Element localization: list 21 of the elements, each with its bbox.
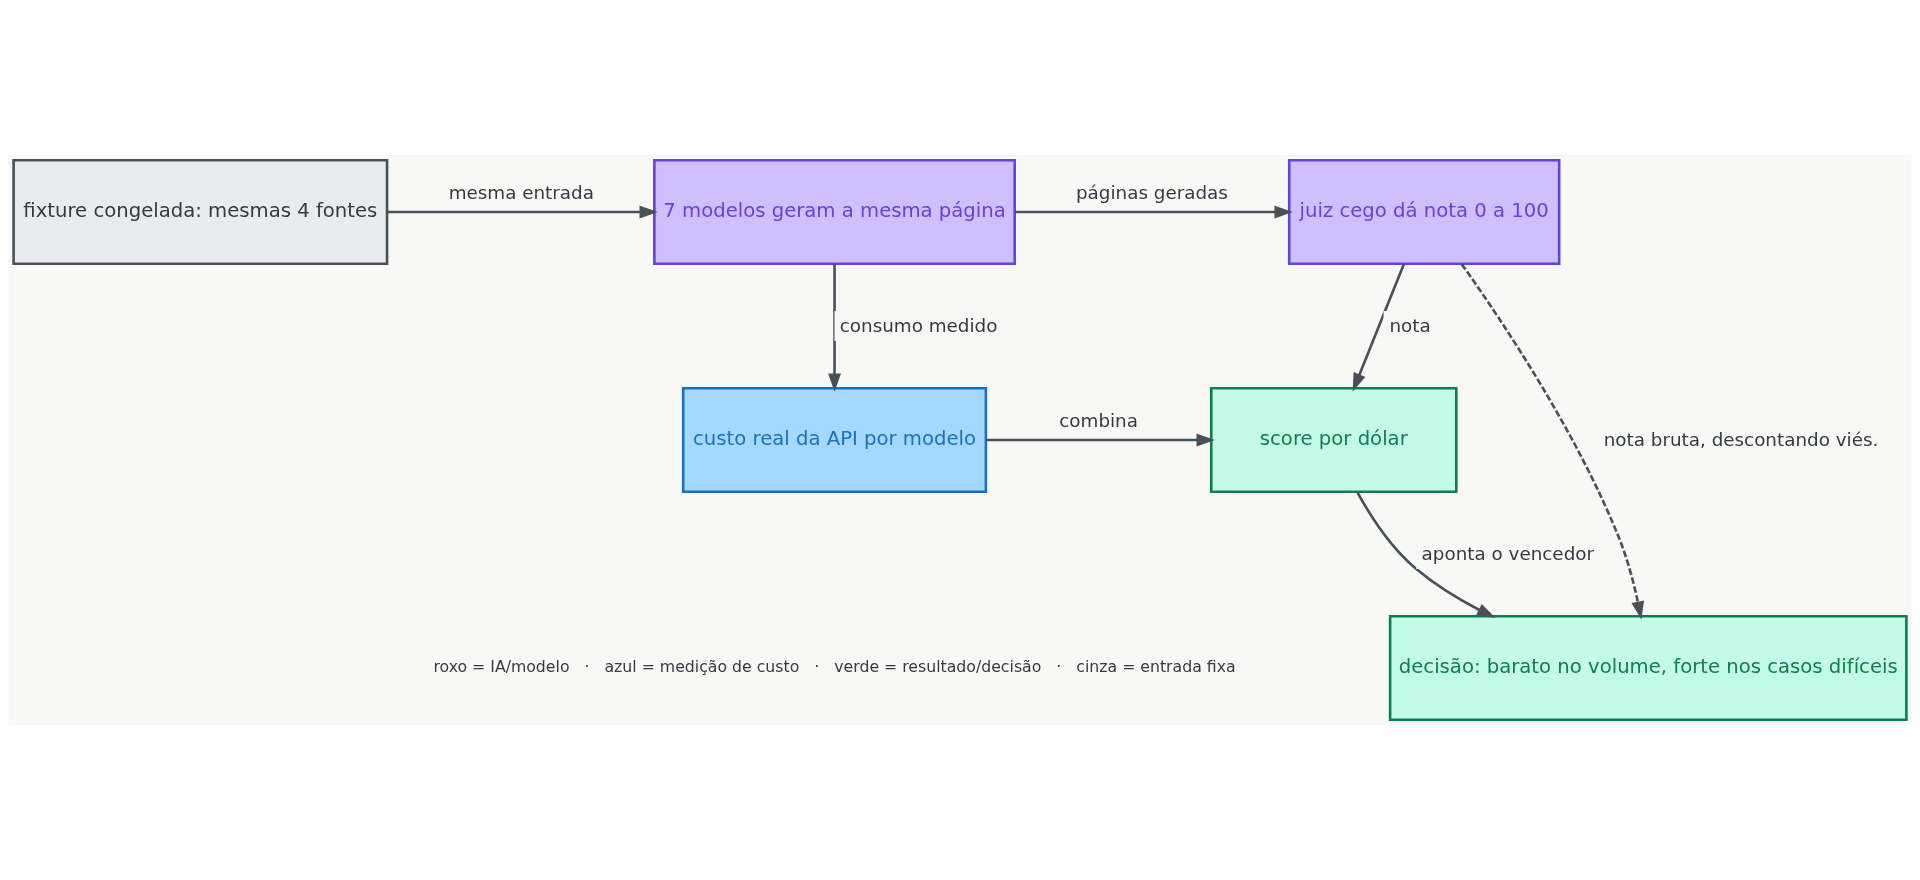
edge-label: páginas geradas (1075, 181, 1228, 203)
arrow (387, 205, 658, 219)
node-box: fixture congelada: mesmas 4 fontes (12, 158, 389, 266)
label: roxo = IA/modelo · azul = medição de custo · verde = resultado/decisão · cinza = entrada fixa (433, 657, 1236, 677)
edge-label: mesma entrada (448, 181, 594, 203)
arrow (1015, 205, 1293, 219)
arrow (828, 263, 841, 392)
arrow (986, 433, 1215, 447)
edge-label: nota bruta, descontando viés. (1603, 428, 1879, 450)
edge-label: consumo medido (839, 314, 998, 336)
arrow (1352, 263, 1406, 392)
node-box: juiz cego dá nota 0 a 100 (1287, 158, 1561, 266)
node-box: score por dólar (1209, 386, 1458, 494)
node-box: 7 modelos geram a mesma página (653, 158, 1016, 266)
arrow (1460, 263, 1645, 620)
edge-label: nota (1389, 314, 1431, 336)
node-box: decisão: barato no volume, forte nos casos difíceis (1388, 614, 1908, 722)
edge-label: aponta o vencedor (1421, 542, 1595, 564)
node-box: custo real da API por modelo (681, 386, 988, 494)
arrow (1356, 491, 1496, 618)
edge-label: combina (1059, 409, 1138, 431)
